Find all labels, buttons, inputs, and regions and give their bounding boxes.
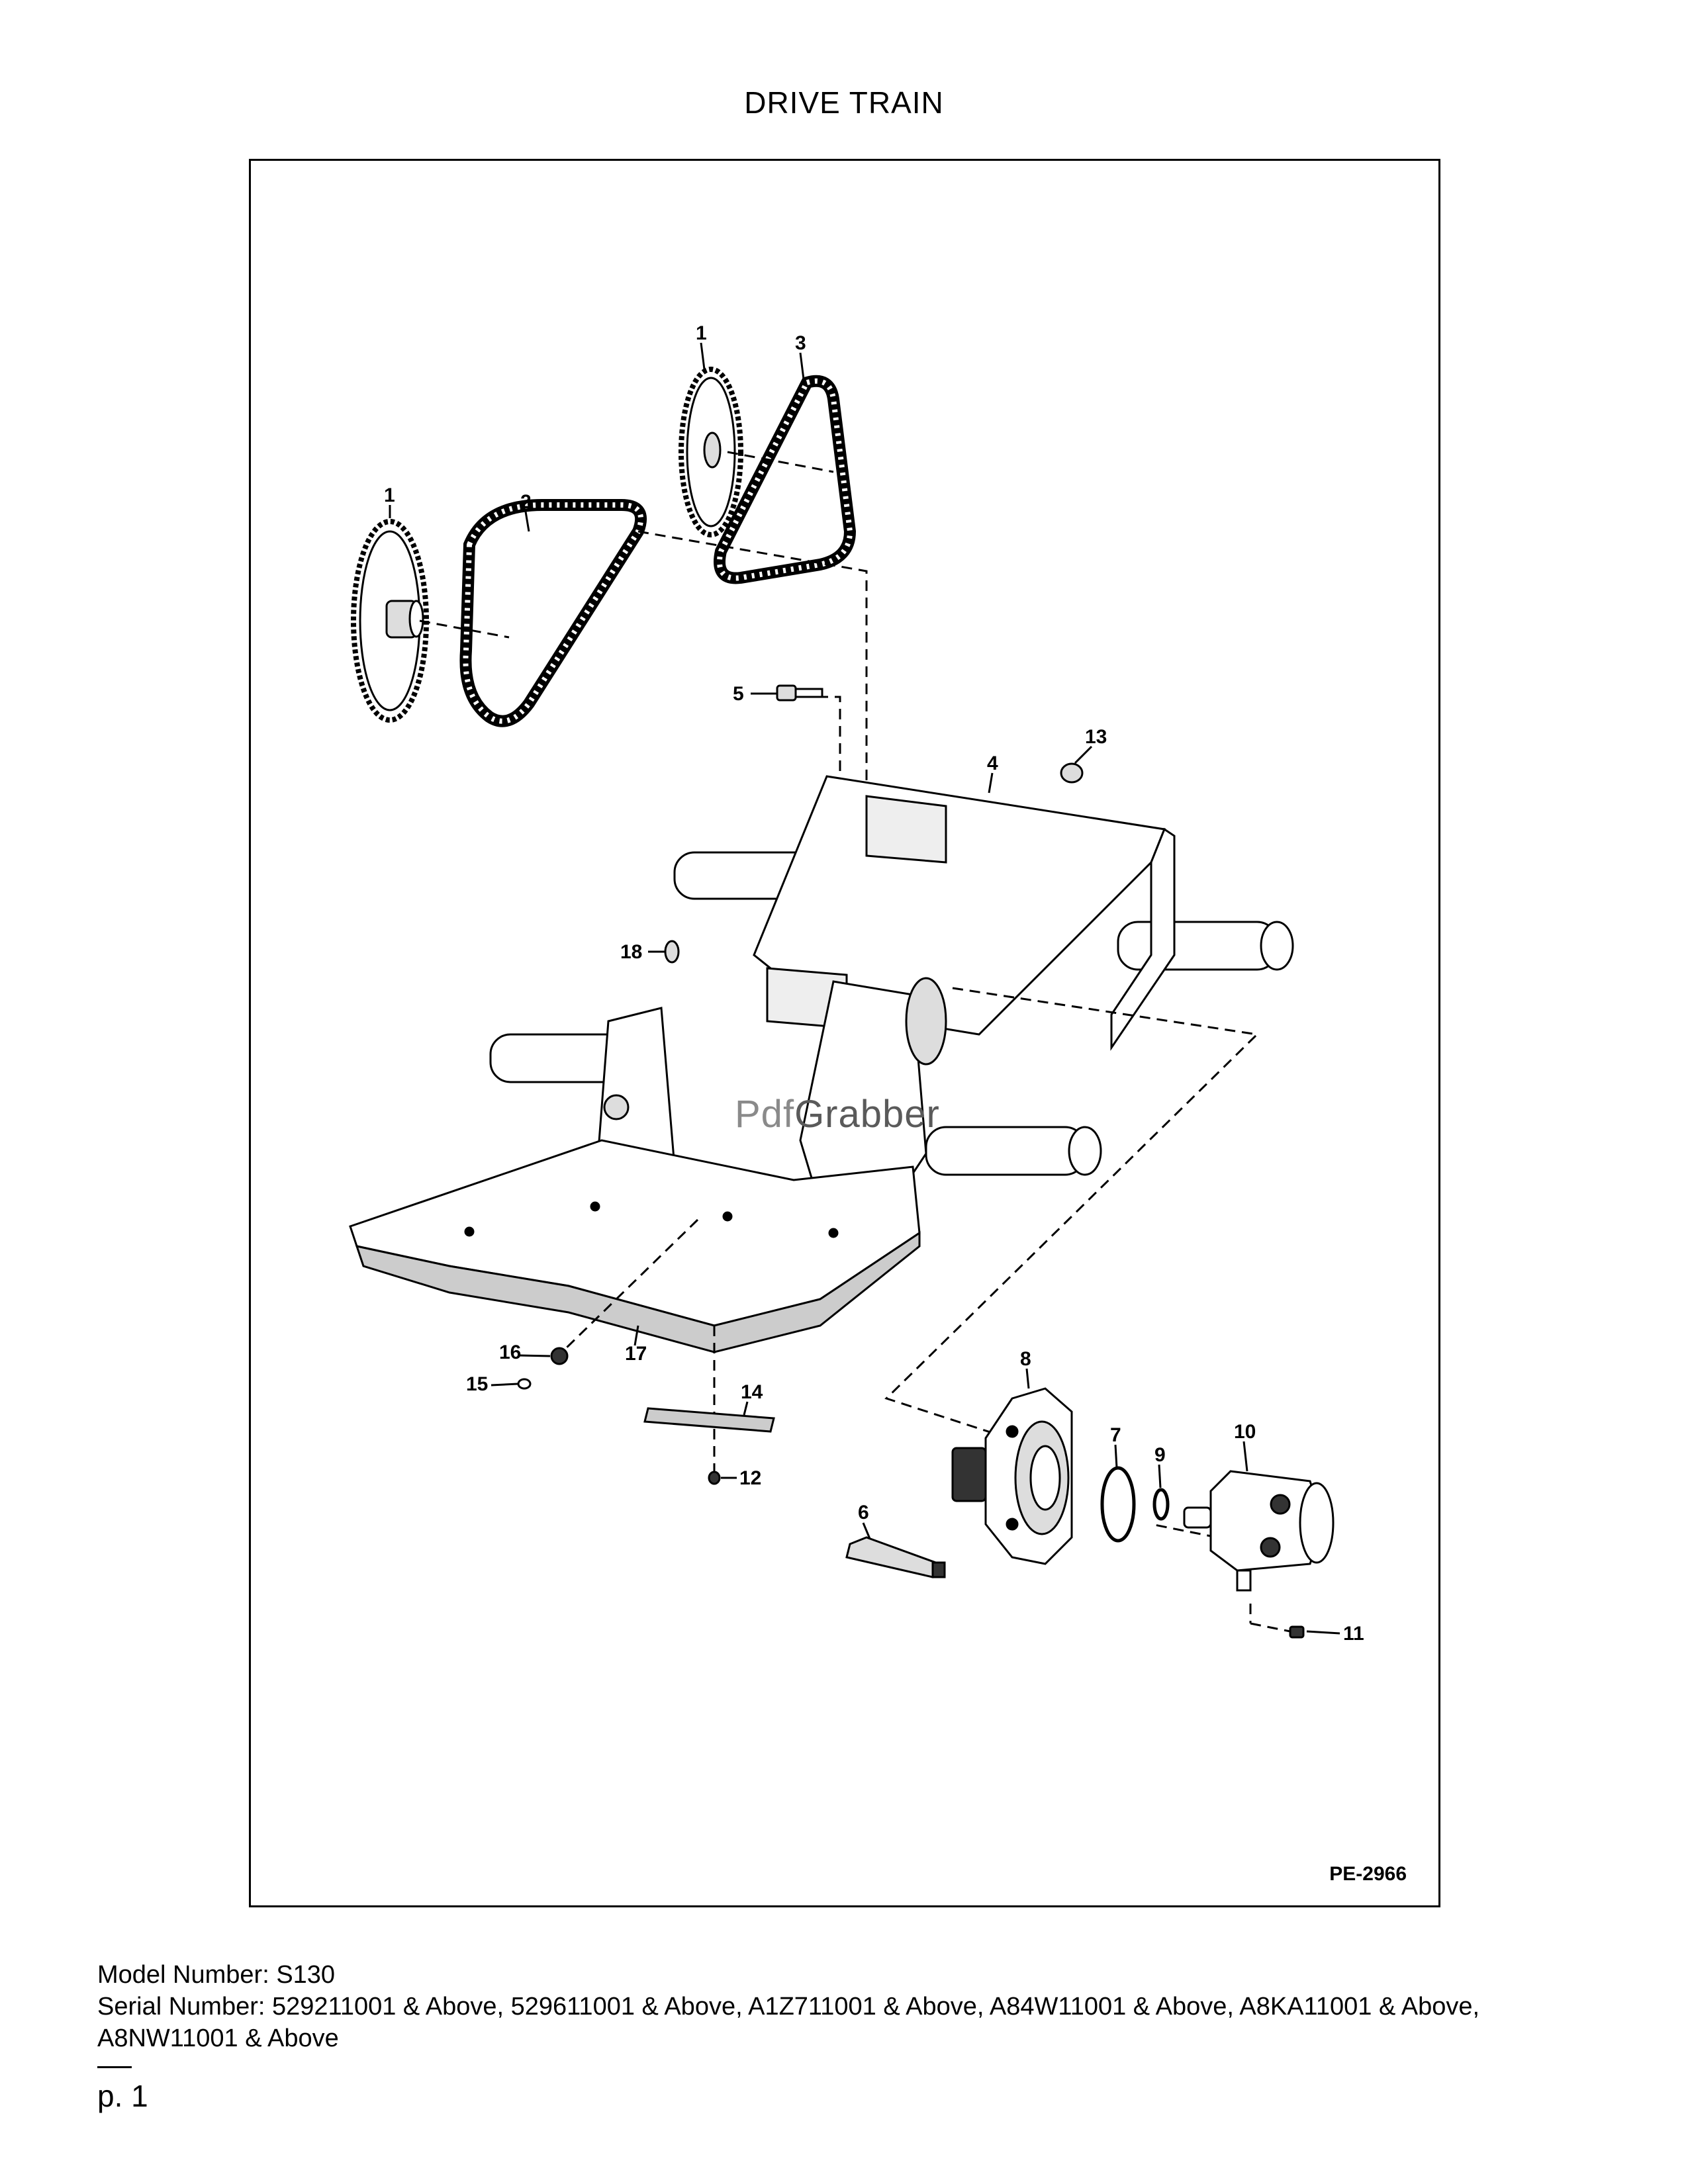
- model-number: Model Number: S130: [97, 1961, 336, 1989]
- page-title: DRIVE TRAIN: [744, 85, 944, 120]
- leader-lines: [389, 342, 1340, 1635]
- callout-13: 13: [1085, 726, 1107, 748]
- sealant-tube-6: [845, 1536, 946, 1578]
- callout-7: 7: [1110, 1424, 1121, 1446]
- callout-3: 3: [795, 332, 806, 354]
- callout-5: 5: [733, 683, 744, 705]
- callout-11: 11: [1343, 1623, 1364, 1645]
- callout-8: 8: [1020, 1348, 1031, 1370]
- drive-chain-right: [714, 375, 857, 584]
- seal-9: [1152, 1488, 1170, 1521]
- alignment-lines-top: [419, 451, 868, 968]
- screw-15: [517, 1378, 532, 1390]
- callout-17: 17: [625, 1343, 647, 1365]
- bolt-5: [776, 684, 823, 702]
- page-rule: [97, 2066, 132, 2068]
- callout-6: 6: [858, 1502, 869, 1524]
- drawing-id: PE-2966: [1329, 1863, 1407, 1885]
- parts-diagram-frame: 1 1 2 3 4 5 6 7 8 9 10 11 12 13 14 15 16…: [249, 159, 1440, 1907]
- alignment-lines-motor: [561, 987, 1291, 1633]
- watermark-part2: Grabber: [794, 1093, 940, 1136]
- exploded-parts-diagram: 1 1 2 3 4 5 6 7 8 9 10 11 12 13 14 15 16…: [349, 322, 1364, 1645]
- callout-1-right: 1: [696, 322, 707, 344]
- callout-2: 2: [520, 491, 532, 513]
- page-number: p. 1: [97, 2079, 148, 2113]
- watermark-part1: Pdf: [735, 1093, 795, 1136]
- callout-9: 9: [1154, 1444, 1166, 1466]
- footer-info: Model Number: S130 Serial Number: 529211…: [97, 1959, 1593, 2054]
- plate-14: [643, 1407, 775, 1433]
- o-ring-7: [1100, 1466, 1136, 1543]
- plug-16: [550, 1347, 569, 1365]
- cap-13: [1060, 762, 1084, 784]
- callout-12: 12: [739, 1467, 761, 1489]
- watermark: PdfGrabber: [735, 1092, 940, 1136]
- fitting-18: [664, 940, 680, 964]
- gear-case-8: [951, 1387, 1073, 1565]
- serial-number: Serial Number: 529211001 & Above, 529611…: [97, 1993, 1480, 2052]
- callout-15: 15: [466, 1373, 488, 1395]
- bolt-11: [1289, 1625, 1305, 1639]
- callout-4: 4: [987, 752, 998, 774]
- hydraulic-motor-10: [1183, 1470, 1335, 1592]
- callout-18: 18: [620, 941, 642, 963]
- callout-1-left: 1: [384, 484, 395, 506]
- sprocket-left: [351, 519, 429, 723]
- chassis-frame: [349, 775, 1294, 1353]
- callout-16: 16: [499, 1342, 521, 1363]
- callout-10: 10: [1234, 1421, 1256, 1443]
- drive-chain-left: [459, 499, 647, 727]
- callout-labels: 1 1 2 3 4 5 6 7 8 9 10 11 12 13 14 15 16…: [384, 322, 1364, 1645]
- callout-14: 14: [741, 1381, 763, 1403]
- sprocket-right: [679, 367, 743, 537]
- bolt-12: [708, 1471, 721, 1485]
